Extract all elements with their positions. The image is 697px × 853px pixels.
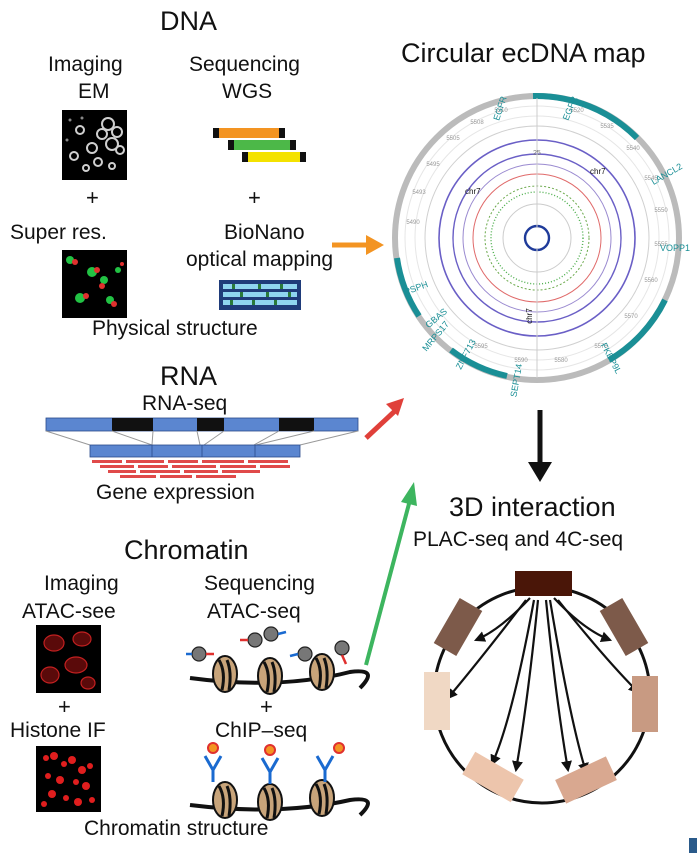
orange-arrow: [332, 235, 384, 255]
green-arrow: [364, 482, 417, 666]
atac-seq-graphic: [186, 626, 370, 695]
chip-seq-label: ChIP–seq: [215, 719, 308, 742]
dna-imaging-label: Imaging: [48, 53, 123, 76]
svg-text:5493: 5493: [412, 190, 426, 196]
svg-text:5495: 5495: [426, 162, 440, 168]
svg-text:5545: 5545: [644, 176, 658, 182]
chromatin-plus-right: +: [260, 694, 273, 719]
atac-see-image: [36, 625, 101, 693]
svg-text:5520: 5520: [570, 108, 584, 114]
chip-seq-graphic: [189, 742, 370, 821]
edge-fragment: [689, 838, 697, 853]
svg-text:5510: 5510: [494, 108, 508, 114]
svg-text:5560: 5560: [644, 278, 658, 284]
svg-text:5595: 5595: [474, 344, 488, 350]
dna-imaging-method: EM: [78, 80, 110, 103]
dna-title: DNA: [160, 6, 218, 36]
svg-text:5505: 5505: [446, 136, 460, 142]
svg-text:5570: 5570: [624, 314, 638, 320]
super-res-label: Super res.: [10, 221, 107, 244]
dna-sequencing-method: WGS: [222, 80, 273, 103]
rna-method: RNA-seq: [142, 392, 228, 415]
optical-mapping-label: optical mapping: [186, 248, 334, 271]
rna-footer: Gene expression: [96, 481, 255, 504]
interaction-graphic: [424, 571, 658, 805]
svg-text:5535: 5535: [600, 124, 614, 130]
svg-text:5575: 5575: [594, 344, 608, 350]
chromatin-footer: Chromatin structure: [84, 817, 269, 840]
atac-see-label: ATAC-see: [22, 600, 116, 623]
wgs-reads-graphic: [213, 128, 306, 162]
ecdna-circos-graphic: 5510 5508 5505 5495 5493 5490 5520 5535 5540 5…: [392, 92, 682, 383]
bionano-map-graphic: [219, 280, 301, 310]
bionano-label: BioNano: [224, 221, 305, 244]
rna-title: RNA: [160, 361, 218, 391]
svg-text:5580: 5580: [554, 358, 568, 364]
interaction-title: 3D interaction: [449, 492, 616, 522]
dna-plus-right: +: [248, 185, 261, 210]
rna-seq-graphic: [45, 417, 359, 478]
interaction-subtitle: PLAC-seq and 4C-seq: [413, 528, 624, 551]
histone-if-image: [36, 746, 101, 812]
em-image: [62, 110, 127, 180]
svg-text:5508: 5508: [470, 120, 484, 126]
svg-text:5590: 5590: [514, 358, 528, 364]
chromatin-plus-left: +: [58, 694, 71, 719]
chromatin-title: Chromatin: [124, 535, 249, 565]
atac-seq-label: ATAC-seq: [207, 600, 301, 623]
ecdna-map-title: Circular ecDNA map: [401, 38, 646, 68]
dna-footer: Physical structure: [92, 317, 258, 340]
chromatin-sequencing-label: Sequencing: [204, 572, 315, 595]
svg-text:5555: 5555: [654, 242, 668, 248]
super-res-image: [62, 250, 127, 318]
svg-text:5490: 5490: [406, 220, 420, 226]
svg-text:5540: 5540: [626, 146, 640, 152]
svg-text:5550: 5550: [654, 208, 668, 214]
chromatin-imaging-label: Imaging: [44, 572, 119, 595]
anchor-block: [515, 571, 572, 596]
histone-if-label: Histone IF: [10, 719, 106, 742]
dna-plus-left: +: [86, 185, 99, 210]
dna-sequencing-label: Sequencing: [189, 53, 300, 76]
red-arrow: [364, 398, 404, 440]
black-down-arrow: [528, 410, 552, 482]
